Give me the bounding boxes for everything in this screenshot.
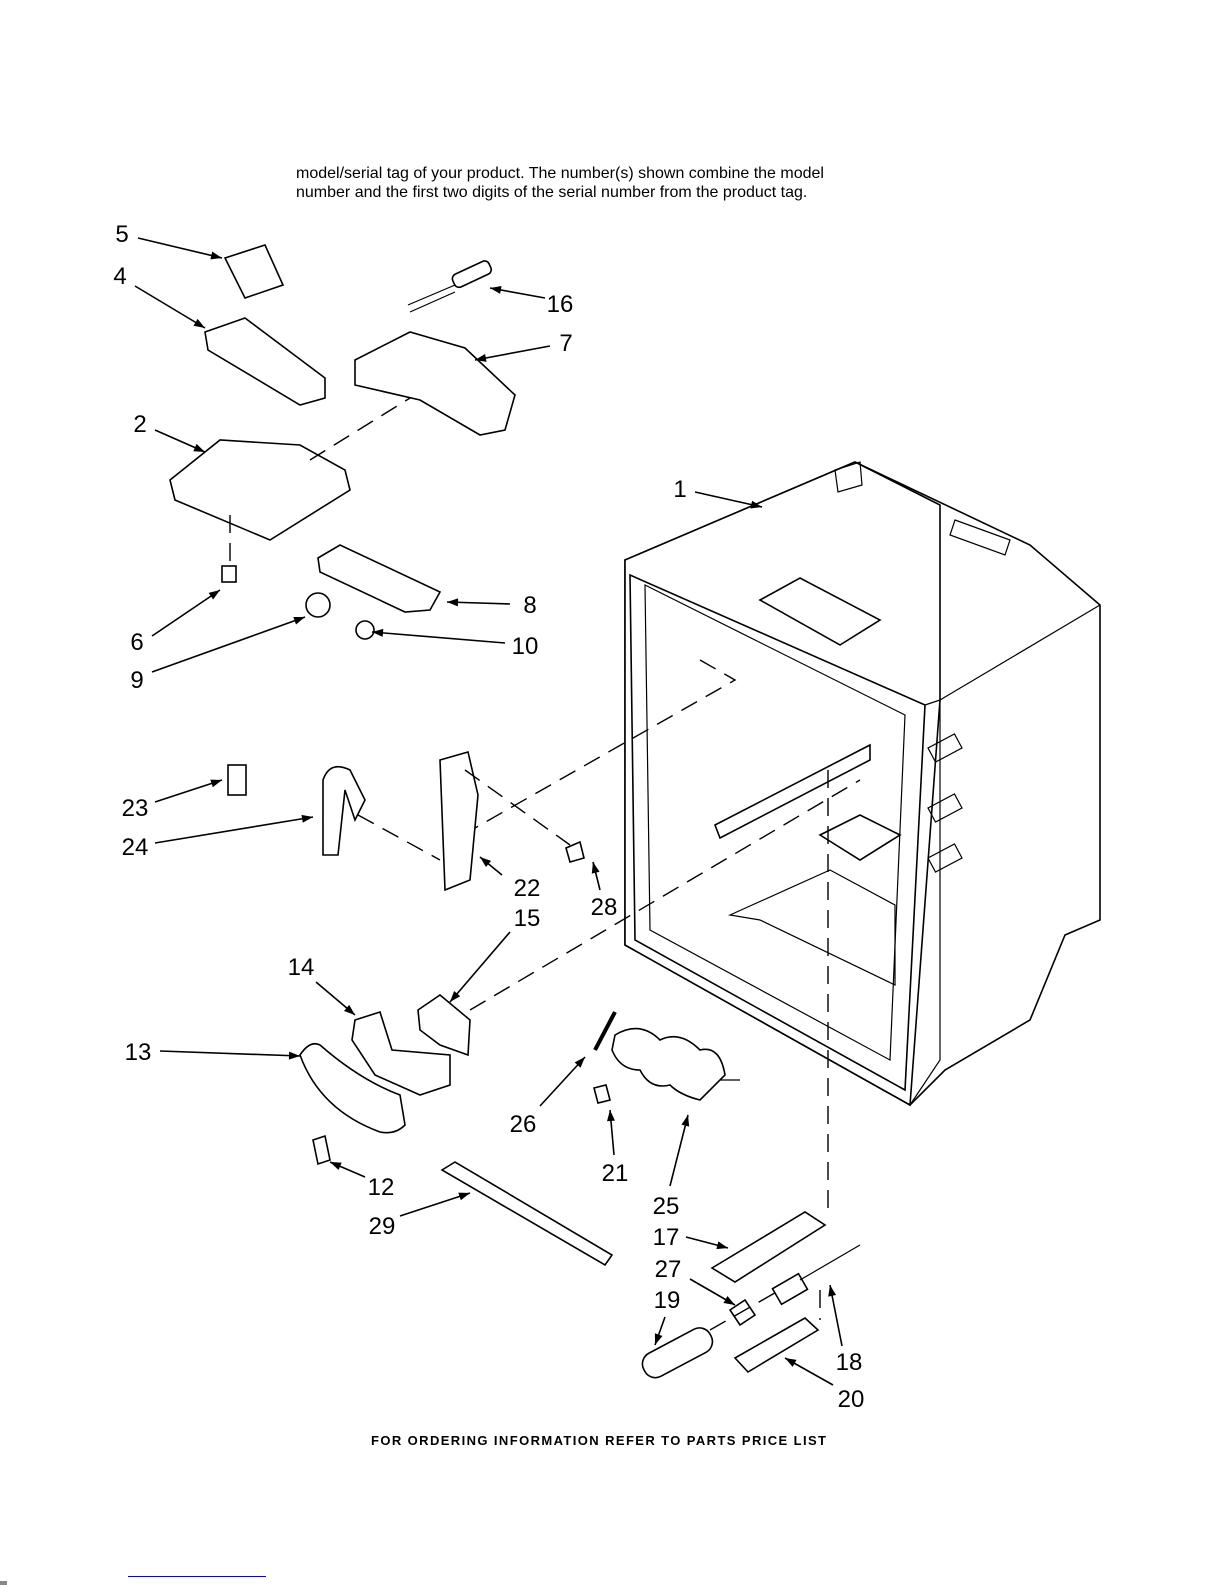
part-4 <box>205 318 325 405</box>
part-20 <box>735 1318 818 1372</box>
part-26 <box>595 1012 615 1050</box>
footer-text: FOR ORDERING INFORMATION REFER TO PARTS … <box>371 1433 827 1448</box>
arrowhead-24 <box>301 815 313 823</box>
arrowhead-18 <box>828 1285 836 1297</box>
part-10 <box>356 621 374 639</box>
part-28 <box>566 842 584 862</box>
part-19 <box>638 1324 716 1382</box>
leader-line-7 <box>475 346 550 360</box>
arrowhead-4 <box>194 319 205 328</box>
part-9 <box>306 593 330 617</box>
arrowhead-20 <box>785 1358 797 1367</box>
callout-9: 9 <box>130 667 143 694</box>
arrowhead-19 <box>655 1333 663 1345</box>
arrowhead-2 <box>193 444 205 452</box>
callout-29: 29 <box>369 1213 396 1240</box>
callout-16: 16 <box>547 291 574 318</box>
part-29 <box>442 1162 612 1265</box>
callout-20: 20 <box>838 1386 865 1413</box>
arrowhead-17 <box>716 1241 728 1249</box>
part-22 <box>440 752 478 890</box>
arrowhead-13 <box>289 1052 300 1060</box>
leader-line-29 <box>400 1193 470 1216</box>
part-18 <box>773 1245 860 1304</box>
arrowhead-23 <box>210 780 222 788</box>
part-12 <box>313 1136 330 1164</box>
arrowhead-16 <box>490 286 502 294</box>
callout-23: 23 <box>122 795 149 822</box>
leader-line-9 <box>152 617 305 672</box>
callout-12: 12 <box>368 1174 395 1201</box>
leader-line-24 <box>155 817 313 843</box>
arrowhead-6 <box>209 590 220 599</box>
part-5 <box>225 245 283 298</box>
callout-13: 13 <box>125 1039 152 1066</box>
leader-line-6 <box>152 590 220 636</box>
callout-24: 24 <box>122 834 149 861</box>
callout-7: 7 <box>559 330 572 357</box>
callout-14: 14 <box>288 954 315 981</box>
callout-27: 27 <box>655 1256 682 1283</box>
leader-line-13 <box>160 1051 300 1056</box>
callout-4: 4 <box>113 263 126 290</box>
callout-21: 21 <box>602 1160 629 1187</box>
callout-5: 5 <box>115 221 128 248</box>
leader-line-5 <box>138 238 222 258</box>
part-23 <box>228 765 246 795</box>
part-16 <box>408 259 493 312</box>
part-21 <box>594 1085 610 1103</box>
part-17 <box>712 1212 825 1282</box>
part-8 <box>318 545 440 612</box>
arrowhead-29 <box>458 1193 470 1201</box>
callout-19: 19 <box>654 1287 681 1314</box>
arrowhead-12 <box>330 1162 342 1170</box>
link-underline[interactable] <box>128 1576 266 1577</box>
arrowhead-25 <box>681 1115 689 1127</box>
callout-1: 1 <box>673 476 686 503</box>
arrowhead-5 <box>210 252 222 260</box>
part-7 <box>355 332 515 435</box>
callout-15: 15 <box>514 905 541 932</box>
arrowhead-21 <box>607 1110 615 1121</box>
part-6 <box>222 566 236 582</box>
arrowhead-9 <box>293 617 305 625</box>
callout-18: 18 <box>836 1349 863 1376</box>
leader-line-4 <box>135 286 205 328</box>
callout-8: 8 <box>523 592 536 619</box>
callout-26: 26 <box>510 1111 537 1138</box>
part-25 <box>612 1029 740 1100</box>
part-15 <box>418 995 470 1055</box>
cabinet-liner <box>625 462 1100 1105</box>
leader-line-10 <box>372 632 505 643</box>
callout-2: 2 <box>133 411 146 438</box>
callout-25: 25 <box>653 1193 680 1220</box>
part-24 <box>323 767 365 855</box>
part-2 <box>170 440 350 540</box>
arrowhead-8 <box>447 598 458 606</box>
arrowhead-27 <box>723 1296 735 1305</box>
callout-17: 17 <box>653 1224 680 1251</box>
callout-10: 10 <box>512 633 539 660</box>
callout-6: 6 <box>130 629 143 656</box>
callout-28: 28 <box>591 894 618 921</box>
callout-22: 22 <box>514 875 541 902</box>
corner-mark <box>0 1581 7 1585</box>
arrowhead-28 <box>592 862 600 874</box>
